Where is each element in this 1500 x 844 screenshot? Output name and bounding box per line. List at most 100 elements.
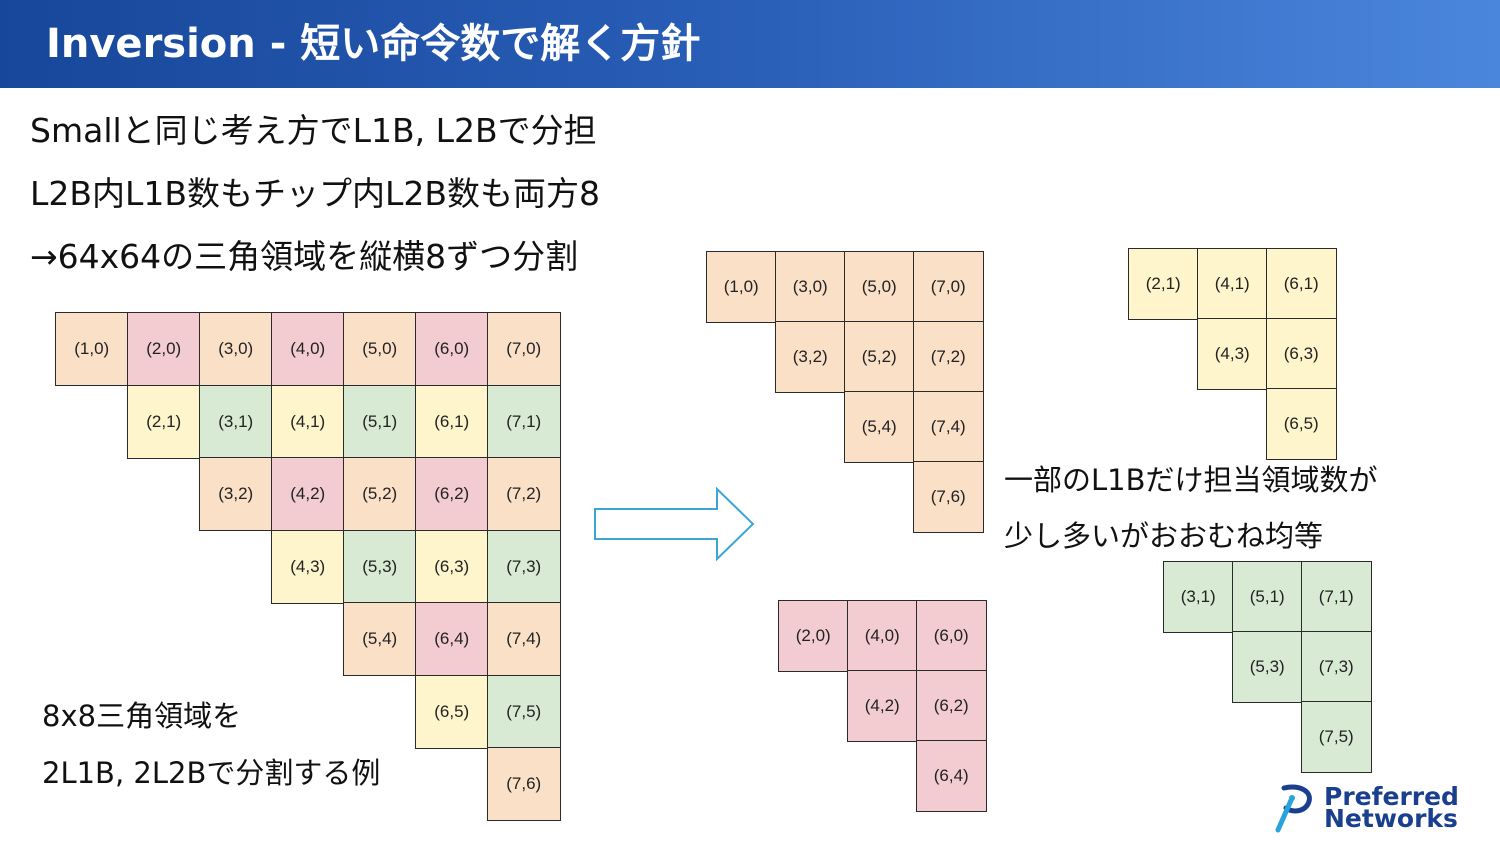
block-cell-label: (2,0): [146, 339, 182, 358]
block-cell-label: (4,1): [1214, 273, 1250, 293]
logo-text-line-2: Networks: [1324, 804, 1458, 833]
block-cell-label: (4,3): [290, 556, 326, 576]
block-cell: (4,1): [1197, 248, 1268, 320]
block-cell: (7,4): [913, 391, 984, 463]
block-cell: (6,1): [1266, 248, 1337, 320]
block-cell: (7,2): [487, 457, 561, 531]
block-cell-label: (2,1): [1145, 273, 1181, 293]
block-cell: (4,0): [847, 600, 918, 672]
block-cell: (5,2): [844, 321, 915, 393]
title-bar: Inversion - 短い命令数で解く方針: [0, 0, 1500, 88]
block-cell: (3,1): [199, 384, 273, 459]
block-cell-label: (4,0): [864, 625, 900, 645]
block-cell-label: (6,0): [933, 625, 969, 645]
block-cell: (4,1): [271, 384, 345, 459]
block-cell-label: (5,2): [861, 346, 897, 366]
block-cell-label: (2,0): [795, 625, 831, 645]
block-cell-label: (7,5): [506, 701, 542, 721]
block-cell: (6,1): [415, 384, 489, 459]
block-cell: (7,6): [487, 747, 561, 821]
block-cell-label: (5,2): [362, 484, 398, 503]
block-cell: (7,6): [913, 461, 984, 533]
block-cell: (6,0): [415, 312, 489, 386]
block-cell: (2,1): [127, 384, 201, 459]
block-cell: (3,2): [775, 321, 846, 393]
block-cell-label: (3,2): [218, 484, 254, 503]
block-cell: (7,3): [1301, 631, 1372, 703]
right-note-line-2: 少し多いがおおむね均等: [1004, 519, 1324, 553]
block-cell-label: (1,0): [74, 339, 110, 358]
block-cell-label: (4,2): [290, 484, 326, 503]
block-cell: (7,0): [913, 251, 984, 323]
block-cell-label: (7,0): [506, 339, 542, 358]
block-cell-label: (6,3): [1283, 343, 1319, 363]
right-arrow-icon: [594, 487, 755, 562]
block-cell-label: (7,1): [1318, 586, 1354, 606]
block-cell-label: (3,0): [218, 339, 254, 358]
block-cell: (5,4): [343, 602, 417, 676]
block-cell-label: (4,0): [290, 339, 326, 358]
block-cell: (4,3): [1197, 318, 1268, 390]
block-cell: (6,2): [415, 457, 489, 531]
block-cell-label: (7,2): [930, 346, 966, 366]
block-cell-label: (7,6): [930, 486, 966, 506]
block-cell: (7,0): [487, 312, 561, 386]
block-cell-label: (5,0): [861, 276, 897, 296]
block-cell: (6,3): [1266, 318, 1337, 390]
block-cell: (5,4): [844, 391, 915, 463]
block-cell-label: (7,3): [1318, 656, 1354, 676]
block-cell: (7,5): [487, 674, 561, 749]
block-cell-label: (4,2): [864, 695, 900, 715]
block-cell: (7,2): [913, 321, 984, 393]
block-cell: (5,3): [343, 529, 417, 604]
left-note-line-1: 8x8三角領域を: [42, 699, 242, 733]
block-cell: (3,0): [775, 251, 846, 323]
block-cell-label: (7,0): [930, 276, 966, 296]
block-cell-label: (5,4): [861, 416, 897, 436]
block-cell-label: (6,4): [933, 765, 969, 785]
block-cell-label: (7,6): [506, 774, 542, 793]
block-cell: (3,0): [199, 312, 273, 386]
block-cell: (7,4): [487, 602, 561, 676]
block-cell: (6,4): [916, 740, 987, 812]
block-cell-label: (3,0): [792, 276, 828, 296]
block-cell: (7,3): [487, 529, 561, 604]
block-cell-label: (5,0): [362, 339, 398, 358]
bullet-3: →64x64の三角領域を縦横8ずつ分割: [30, 237, 579, 276]
block-cell-label: (7,2): [506, 484, 542, 503]
block-cell-label: (6,0): [434, 339, 470, 358]
block-cell-label: (7,4): [930, 416, 966, 436]
block-cell: (4,3): [271, 529, 345, 604]
block-cell: (1,0): [55, 312, 129, 386]
bullet-2: L2B内L1B数もチップ内L2B数も両方8: [30, 174, 601, 213]
block-cell-label: (6,1): [434, 411, 470, 431]
block-cell-label: (6,2): [933, 695, 969, 715]
right-note-line-1: 一部のL1Bだけ担当領域数が: [1004, 463, 1378, 497]
block-cell: (5,1): [1232, 561, 1303, 633]
block-cell-label: (7,5): [1318, 726, 1354, 746]
block-cell: (4,0): [271, 312, 345, 386]
block-cell: (5,1): [343, 384, 417, 459]
block-cell-label: (7,4): [506, 629, 542, 648]
block-cell-label: (5,3): [362, 556, 398, 576]
block-cell: (6,5): [415, 674, 489, 749]
block-cell: (4,2): [271, 457, 345, 531]
logo-mark-icon: [1275, 784, 1312, 833]
preferred-networks-logo: Preferred Networks: [1270, 782, 1482, 834]
block-cell-label: (7,3): [506, 556, 542, 576]
block-cell: (5,2): [343, 457, 417, 531]
block-cell: (6,0): [916, 600, 987, 672]
left-note-line-2: 2L1B, 2L2Bで分割する例: [42, 756, 381, 790]
block-cell: (6,4): [415, 602, 489, 676]
block-cell: (6,3): [415, 529, 489, 604]
block-cell-label: (4,1): [290, 411, 326, 431]
logo-text-line-1: Preferred: [1324, 782, 1459, 811]
block-cell: (2,0): [127, 312, 201, 386]
block-cell: (4,2): [847, 670, 918, 742]
block-cell-label: (2,1): [146, 411, 182, 431]
block-cell-label: (4,3): [1214, 343, 1250, 363]
block-cell-label: (5,1): [1249, 586, 1285, 606]
block-cell: (3,1): [1163, 561, 1234, 633]
block-cell-label: (6,2): [434, 484, 470, 503]
block-cell-label: (3,1): [218, 411, 254, 431]
